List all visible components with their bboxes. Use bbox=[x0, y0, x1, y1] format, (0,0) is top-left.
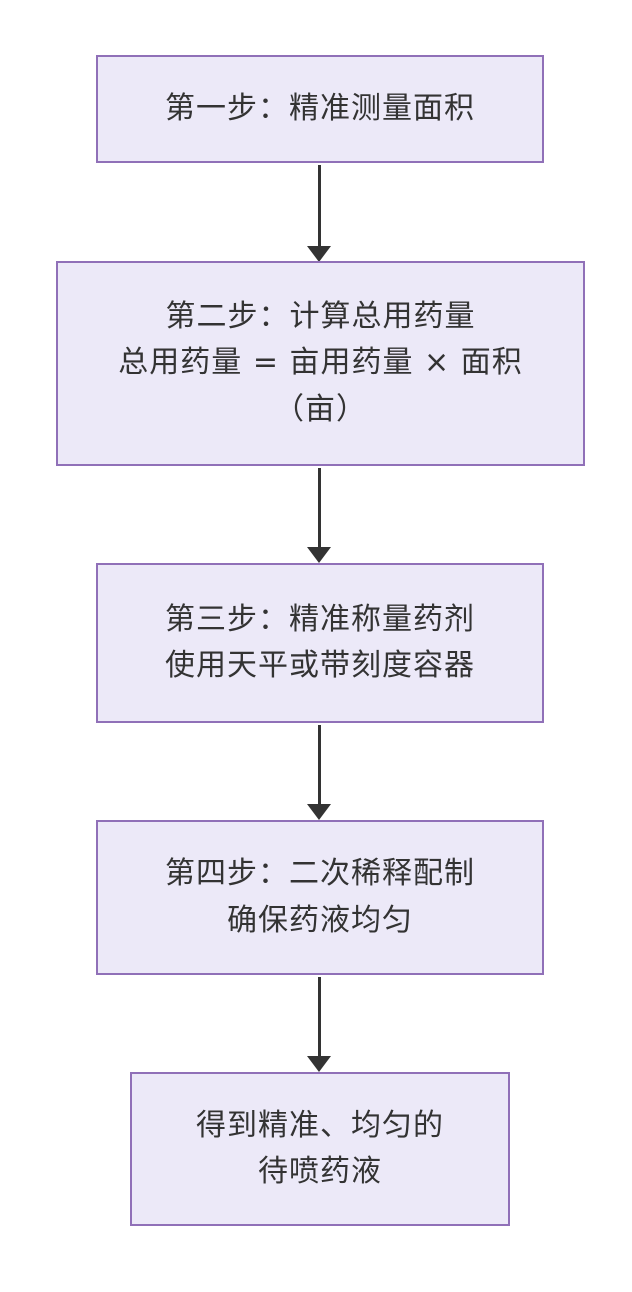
node-step4-line: 第四步：二次稀释配制 bbox=[165, 856, 475, 891]
node-step4-line: 确保药液均匀 bbox=[227, 902, 413, 938]
flowchart-node-step3: 第三步：精准称量药剂 使用天平或带刻度容器 bbox=[96, 563, 544, 723]
arrow-shaft bbox=[317, 977, 321, 1056]
arrow-step3-to-step4 bbox=[307, 725, 331, 820]
node-step2-line: （亩） bbox=[274, 391, 367, 427]
node-step3-line: 第三步：精准称量药剂 bbox=[165, 601, 475, 637]
arrow-shaft bbox=[317, 165, 321, 246]
flowchart-node-step2: 第二步：计算总用药量 总用药量 = 亩用药量 × 面积 （亩） bbox=[56, 261, 585, 466]
arrowhead-down-icon bbox=[307, 547, 331, 563]
node-step5-line: 待喷药液 bbox=[258, 1154, 382, 1189]
flowchart-node-step5: 得到精准、均匀的 待喷药液 bbox=[130, 1072, 510, 1226]
node-step2-line: 总用药量 = 亩用药量 × 面积 bbox=[118, 345, 523, 381]
node-step5-line: 得到精准、均匀的 bbox=[196, 1107, 444, 1143]
flowchart-node-step1: 第一步：精准测量面积 bbox=[96, 55, 544, 163]
arrow-shaft bbox=[317, 468, 321, 547]
flowchart-node-step4: 第四步：二次稀释配制 确保药液均匀 bbox=[96, 820, 544, 975]
arrowhead-down-icon bbox=[307, 1056, 331, 1072]
arrowhead-down-icon bbox=[307, 804, 331, 820]
arrow-shaft bbox=[317, 725, 321, 804]
arrow-step4-to-step5 bbox=[307, 977, 331, 1072]
arrow-step2-to-step3 bbox=[307, 468, 331, 563]
node-step1-line: 第一步：精准测量面积 bbox=[165, 90, 475, 126]
node-step2-line: 第二步：计算总用药量 bbox=[165, 298, 476, 334]
node-step3-line: 使用天平或带刻度容器 bbox=[165, 648, 475, 683]
arrow-step1-to-step2 bbox=[307, 165, 331, 262]
arrowhead-down-icon bbox=[307, 246, 331, 262]
